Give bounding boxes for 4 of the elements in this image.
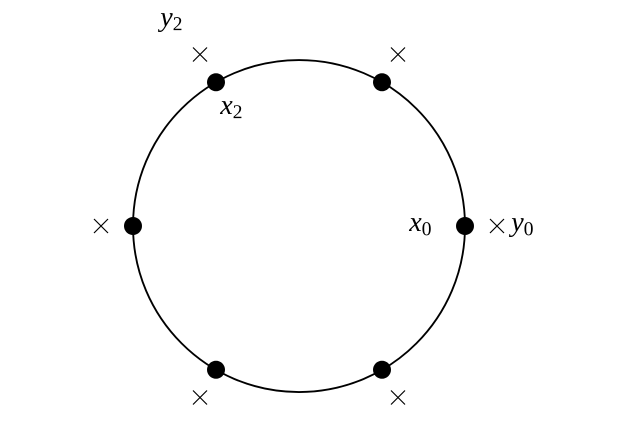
point-label: x$_{2}$ — [220, 101, 242, 118]
point-label: x$_{0}$ — [408, 218, 431, 236]
point-label: y$_{2}$ — [158, 13, 182, 32]
point-label: y$_{0}$ — [508, 218, 533, 238]
